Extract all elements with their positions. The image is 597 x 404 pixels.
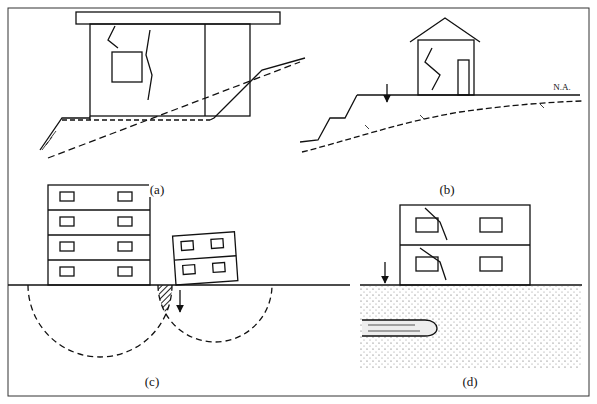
panel-d [360, 205, 582, 368]
water-table-label: N.A. [552, 83, 572, 93]
panel-label: (b) [438, 183, 455, 197]
panel-label: (d) [461, 375, 478, 389]
panel-a [40, 12, 305, 158]
frame [8, 8, 589, 396]
panel-label: (a) [149, 183, 165, 197]
panel-c [8, 185, 350, 357]
panel-label: (c) [144, 375, 160, 389]
panel-b [300, 18, 582, 152]
